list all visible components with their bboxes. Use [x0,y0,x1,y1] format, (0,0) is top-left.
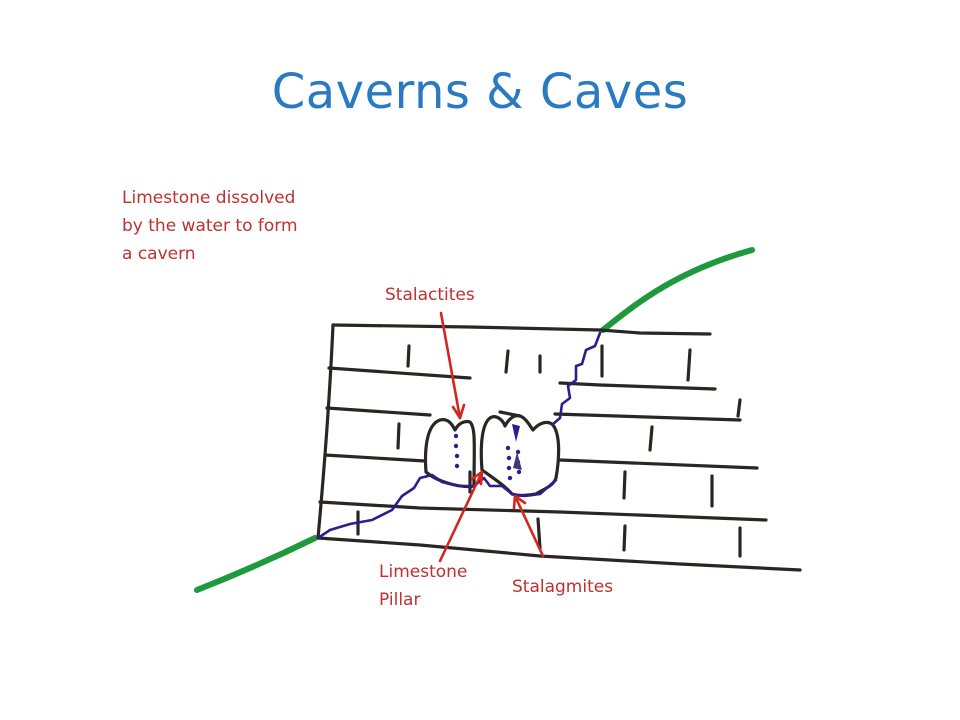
cavern-right-chamber [479,414,561,498]
arrow-pillar-head [470,470,484,486]
rock-bottom-edge [316,536,802,572]
drip-dot [454,453,460,459]
drip-dot [516,469,522,475]
water-path-upper [551,331,602,426]
drip-dot [515,449,521,455]
stalagmite-formation [513,452,522,470]
water-flow [316,331,602,540]
label-line: a cavern [122,244,196,264]
arrow-stalactites-head [451,403,466,420]
label-limestone-pillar: Limestone Pillar [379,558,467,614]
ground-line-left [194,535,318,593]
pointer-arrows [438,311,545,563]
slide-title: Caverns & Caves [271,64,689,120]
drip-dot [507,475,513,481]
water-path-lower [316,473,558,540]
rock-top-edge [331,323,712,336]
drip-dot [505,445,511,451]
label-line: Limestone [379,562,468,582]
bedding-plane-1 [327,366,717,391]
label-stalactites: Stalactites [385,285,475,305]
drip-dot [454,463,460,469]
rock-joints [356,344,742,558]
rock-left-edge [316,323,335,540]
label-line: by the water to form [122,216,298,236]
label-stalagmites: Stalagmites [512,577,614,597]
arrow-stalagmites-head [512,494,527,510]
drip-dot [453,443,459,449]
bedding-plane-2 [325,406,742,422]
bedding-plane-4 [318,500,768,522]
stalactite-formation [512,424,520,442]
arrow-stalactites [439,311,462,420]
label-line: Limestone dissolved [122,188,296,208]
ground-line-right [600,247,755,333]
arrow-stalagmites [513,494,545,558]
drip-dot [506,465,512,471]
drip-dot [453,433,459,439]
drip-dot [506,455,512,461]
bedding-plane-3 [323,453,759,470]
ground-surface [194,247,755,593]
arrow-pillar [438,470,484,563]
label-limestone-dissolved: Limestone dissolved by the water to form… [122,184,298,268]
limestone-rock [316,323,802,572]
drip-dots [453,424,522,481]
label-line: Pillar [379,590,421,610]
